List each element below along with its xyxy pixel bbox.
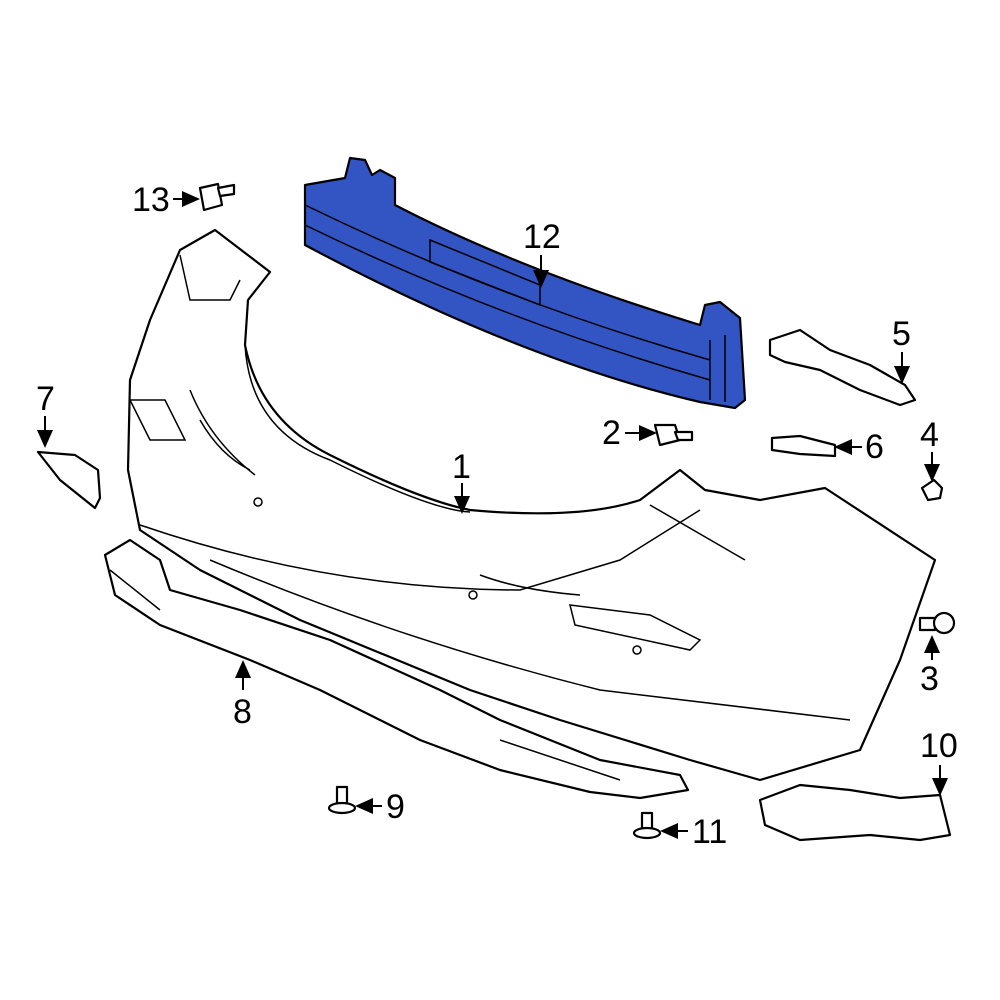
callout-8: 8	[233, 693, 252, 731]
clip[interactable]	[918, 611, 956, 635]
callout-4: 4	[920, 416, 939, 454]
impact-bar[interactable]	[303, 156, 747, 410]
retainer[interactable]	[770, 434, 837, 458]
callout-9: 9	[386, 788, 405, 826]
callout-10: 10	[920, 727, 958, 765]
bolt[interactable]	[653, 423, 694, 447]
splash-shield[interactable]	[758, 783, 952, 842]
callout-12: 12	[523, 218, 561, 256]
callout-7: 7	[36, 380, 55, 418]
callout-6: 6	[865, 428, 884, 466]
bolt[interactable]	[327, 785, 357, 815]
callout-13: 13	[132, 181, 170, 219]
callout-11: 11	[692, 813, 727, 851]
callout-2: 2	[602, 414, 621, 452]
bolt[interactable]	[632, 811, 662, 840]
lower-valance[interactable]	[103, 538, 690, 800]
reflector[interactable]	[36, 450, 102, 510]
callout-labels: 1 2 3 4 5 6 7 8 9 10 11 12 13	[36, 181, 958, 851]
bolt[interactable]	[198, 182, 236, 212]
callout-1: 1	[452, 448, 471, 486]
callout-3: 3	[920, 660, 939, 698]
callout-5: 5	[892, 315, 911, 353]
bumper-cover[interactable]	[126, 228, 937, 782]
nut[interactable]	[920, 478, 944, 502]
side-bracket[interactable]	[768, 328, 917, 407]
